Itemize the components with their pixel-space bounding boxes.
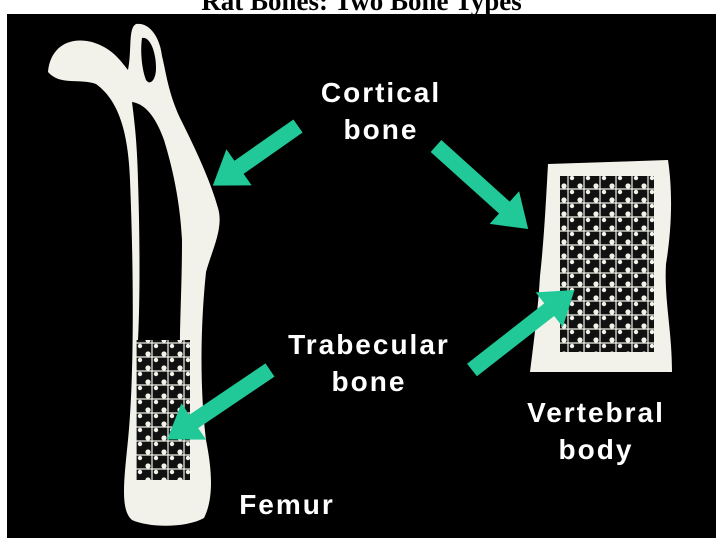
femur-outline (48, 24, 220, 526)
vertebral-body-bone (530, 160, 672, 372)
vertebral-body-label: Vertebral body (511, 394, 681, 468)
femur-bone (48, 24, 220, 526)
vertebral-label-line2: body (511, 431, 681, 468)
cortical-label-line1: Cortical (307, 74, 455, 111)
femur-label: Femur (227, 486, 347, 523)
cortical-bone-label: Cortical bone (307, 74, 455, 148)
trabecular-label-line1: Trabecular (269, 326, 469, 363)
vertebral-label-line1: Vertebral (511, 394, 681, 431)
image-panel: Cortical bone Trabecular bone Vertebral … (7, 14, 716, 538)
cortical-femur-arrow (200, 108, 310, 204)
trabecular-bone-label: Trabecular bone (269, 326, 469, 400)
vertebra-trabecular-region (560, 176, 654, 352)
trabecular-label-line2: bone (269, 363, 469, 400)
cortical-label-line2: bone (307, 111, 455, 148)
